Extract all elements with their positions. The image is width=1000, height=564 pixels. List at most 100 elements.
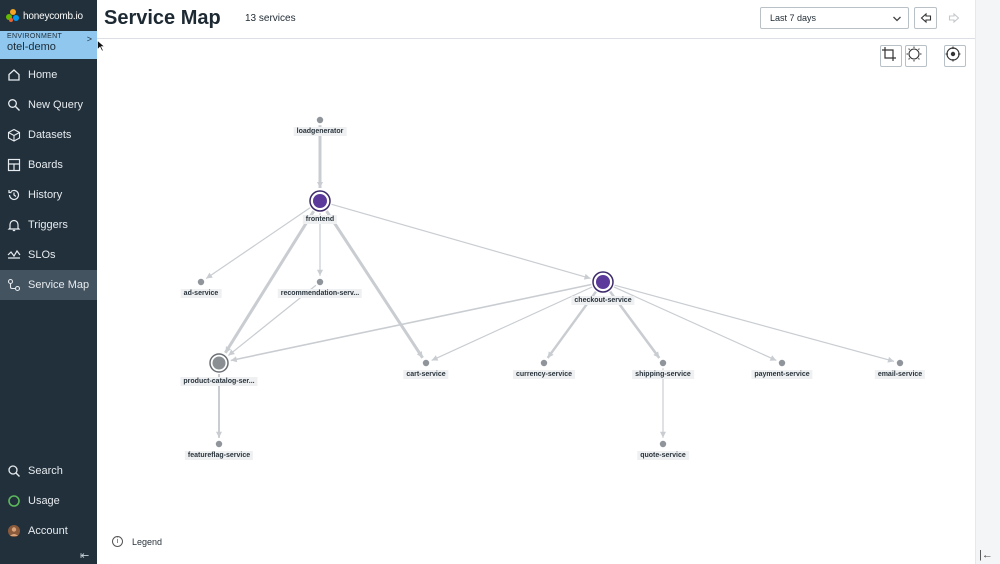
legend-toggle[interactable]: i Legend <box>112 536 162 547</box>
arrow-left-icon <box>920 12 931 24</box>
service-node-featureflag[interactable] <box>215 440 223 448</box>
collapse-sidebar-icon[interactable]: ⇤ <box>80 550 90 562</box>
service-node-currency[interactable] <box>540 359 548 367</box>
sidebar-bottom-nav: Search Usage Account <box>0 456 97 546</box>
fit-to-screen-button[interactable] <box>880 45 902 67</box>
service-node-label[interactable]: cart-service <box>403 370 449 379</box>
page-title: Service Map <box>104 7 221 29</box>
cube-icon <box>7 128 21 142</box>
sidebar-item-usage[interactable]: Usage <box>0 486 97 516</box>
arrow-right-icon <box>948 12 959 24</box>
time-forward-button[interactable] <box>942 7 965 29</box>
sidebar-item-label: SLOs <box>28 249 56 261</box>
sidebar-item-service-map[interactable]: Service Map <box>0 270 97 300</box>
sidebar-item-slos[interactable]: SLOs <box>0 240 97 270</box>
edge-arrowhead <box>225 346 232 353</box>
sidebar-item-boards[interactable]: Boards <box>0 150 97 180</box>
sidebar-item-label: Service Map <box>28 279 90 291</box>
service-node-cart[interactable] <box>422 359 430 367</box>
edge-checkout-to-product-catalog[interactable] <box>230 283 592 362</box>
chevron-right-icon: > <box>86 34 92 44</box>
edge-checkout-to-payment[interactable] <box>613 286 777 361</box>
time-range-value: Last 7 days <box>770 13 817 23</box>
recenter-button[interactable] <box>944 45 966 67</box>
edge-arrowhead <box>583 273 591 280</box>
service-node-payment[interactable] <box>778 359 786 367</box>
search-icon <box>7 464 21 478</box>
crop-icon <box>882 47 896 61</box>
logo-text: honeycomb.io <box>23 10 83 22</box>
service-node-quote[interactable] <box>659 440 667 448</box>
service-node-label[interactable]: currency-service <box>512 370 576 379</box>
sidebar-item-new-query[interactable]: New Query <box>0 90 97 120</box>
edge-checkout-to-cart[interactable] <box>431 286 593 361</box>
service-node-shipping[interactable] <box>659 359 667 367</box>
service-node-loadgenerator[interactable] <box>316 116 324 124</box>
usage-icon <box>7 494 21 508</box>
sidebar-item-label: Triggers <box>28 219 68 231</box>
edge-arrowhead <box>660 431 666 438</box>
service-node-label[interactable]: shipping-service <box>632 370 694 379</box>
environment-label: ENVIRONMENT <box>7 33 63 40</box>
sidebar-item-account[interactable]: Account <box>0 516 97 546</box>
sidebar-item-label: Datasets <box>28 129 72 141</box>
service-node-label[interactable]: quote-service <box>637 451 689 460</box>
service-map-canvas[interactable]: loadgenerator frontend ad-service recommend… <box>97 40 975 564</box>
sidebar-item-history[interactable]: History <box>0 180 97 210</box>
service-count: 13 services <box>245 13 296 24</box>
sidebar-item-search[interactable]: Search <box>0 456 97 486</box>
board-icon <box>7 158 21 172</box>
history-icon <box>7 188 21 202</box>
edge-frontend-to-checkout[interactable] <box>331 203 591 279</box>
service-node-label[interactable]: recommendation-serv... <box>277 289 363 298</box>
service-node-checkout[interactable] <box>592 271 614 293</box>
edge-arrowhead <box>230 356 238 363</box>
sidebar-nav: Home New Query Datasets Boards <box>0 60 97 300</box>
time-range-select[interactable]: Last 7 days <box>760 7 909 29</box>
expand-panel-icon[interactable]: |← <box>979 549 993 561</box>
service-node-ad-service[interactable] <box>197 278 205 286</box>
service-node-label[interactable]: frontend <box>302 215 338 224</box>
service-node-label[interactable]: loadgenerator <box>293 127 347 136</box>
service-node-email[interactable] <box>896 359 904 367</box>
service-node-product-catalog[interactable] <box>209 353 229 373</box>
legend-label: Legend <box>132 536 163 547</box>
service-node-label[interactable]: featureflag-service <box>184 451 254 460</box>
service-node-label[interactable]: checkout-service <box>571 296 635 305</box>
service-node-recommendation[interactable] <box>316 278 324 286</box>
sidebar-item-home[interactable]: Home <box>0 60 97 90</box>
sidebar-item-label: Account <box>28 525 68 537</box>
service-node-label[interactable]: product-catalog-ser... <box>180 377 258 386</box>
environment-switcher[interactable]: ENVIRONMENT otel-demo > <box>0 31 97 59</box>
edge-frontend-to-product-catalog[interactable] <box>224 210 315 354</box>
edge-frontend-to-cart[interactable] <box>325 210 424 359</box>
logo[interactable]: honeycomb.io <box>6 5 83 27</box>
sun-icon <box>906 46 922 62</box>
edge-arrowhead <box>547 351 554 358</box>
service-node-label[interactable]: email-service <box>874 370 926 379</box>
edge-checkout-to-email[interactable] <box>614 284 895 362</box>
layout-toggle-button[interactable] <box>905 45 927 67</box>
edge-arrowhead <box>769 355 777 361</box>
slo-icon <box>7 248 21 262</box>
edge-arrowhead <box>228 349 235 356</box>
sidebar-item-triggers[interactable]: Triggers <box>0 210 97 240</box>
account-avatar-icon <box>7 524 21 538</box>
service-map-graph[interactable] <box>97 40 975 564</box>
service-node-label[interactable]: ad-service <box>180 289 222 298</box>
sidebar-item-datasets[interactable]: Datasets <box>0 120 97 150</box>
info-icon: i <box>112 536 123 547</box>
edge-frontend-to-ad-service[interactable] <box>205 207 311 280</box>
service-node-label[interactable]: payment-service <box>751 370 813 379</box>
edge-arrowhead <box>317 182 323 188</box>
target-icon <box>945 46 961 62</box>
edge-arrowhead <box>216 431 222 438</box>
page-header: Service Map 13 services Last 7 days <box>97 0 975 39</box>
sidebar-item-label: Home <box>28 69 58 81</box>
time-back-button[interactable] <box>914 7 937 29</box>
service-node-frontend[interactable] <box>309 190 331 212</box>
service-map-icon <box>7 278 21 292</box>
query-icon <box>7 98 21 112</box>
home-icon <box>7 68 21 82</box>
